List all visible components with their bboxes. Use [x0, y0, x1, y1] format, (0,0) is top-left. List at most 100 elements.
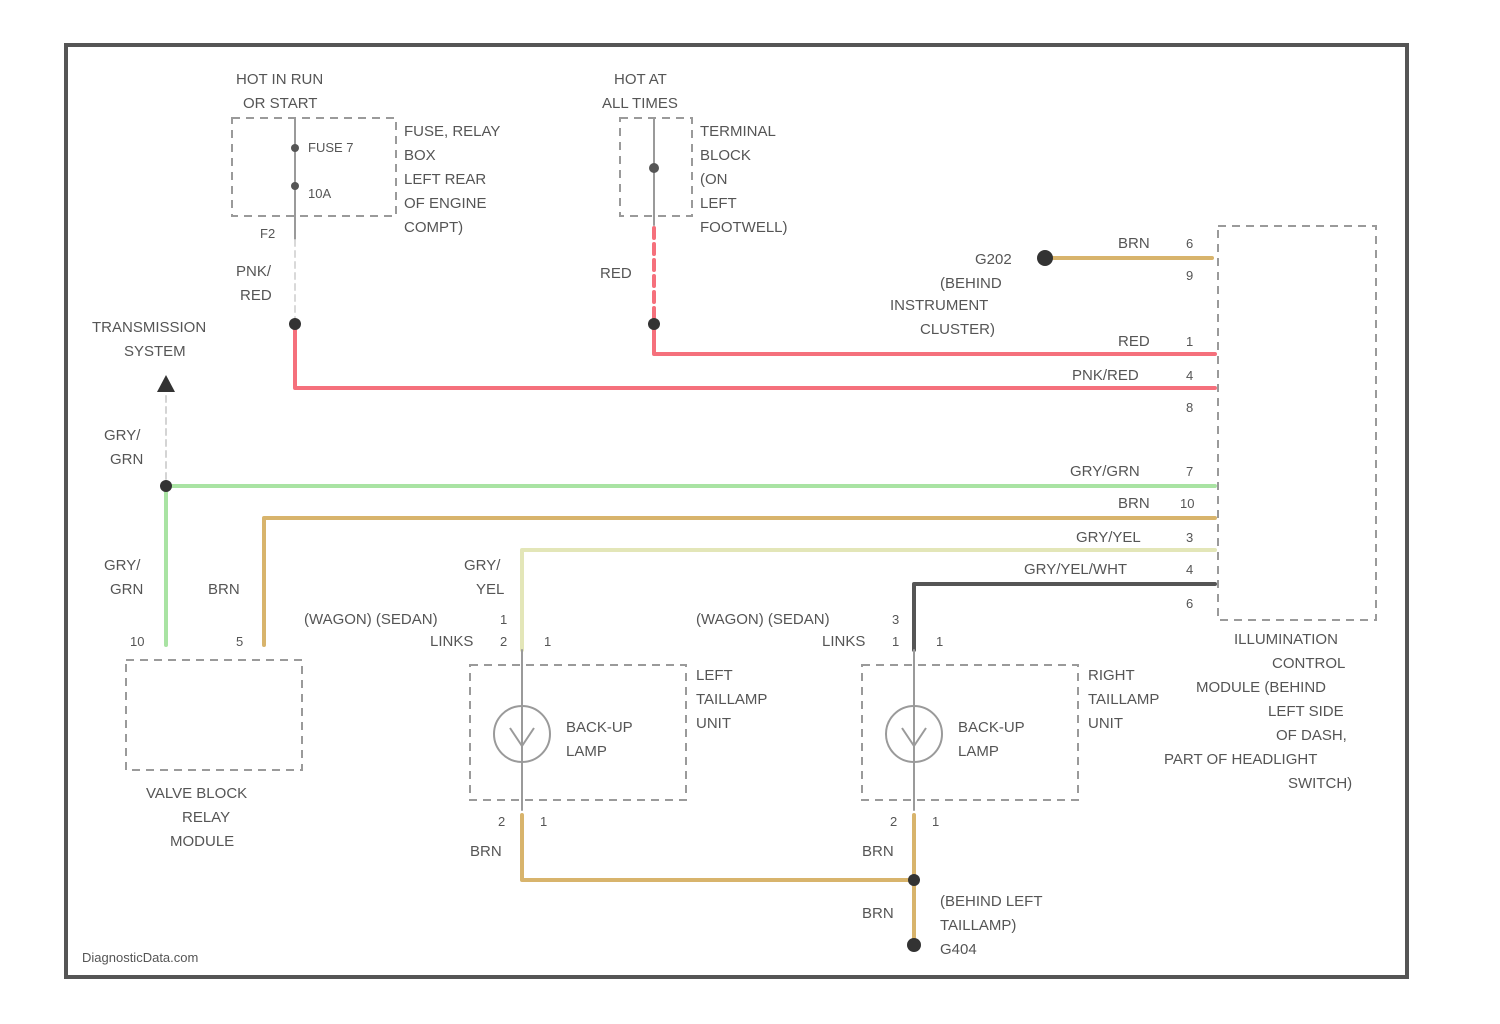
label-g202-2: (BEHIND [940, 275, 1002, 292]
label-ground-2: TAILLAMP) [940, 917, 1016, 934]
pin-icm-8: 8 [1186, 400, 1193, 415]
label-fuse7: FUSE 7 [308, 140, 354, 155]
splice-brn-ground [908, 874, 920, 886]
label-wagon-left-1: (WAGON) (SEDAN) [304, 611, 438, 628]
label-transmission-2: SYSTEM [124, 343, 186, 360]
pin-icm-7: 7 [1186, 464, 1193, 479]
label-right-backup-2: LAMP [958, 743, 999, 760]
pin-icm-6: 6 [1186, 236, 1193, 251]
wire-gry-yel-wht [914, 584, 1215, 650]
label-hot-run-2: OR START [243, 95, 317, 112]
pin-right-bottom-2: 1 [932, 814, 939, 829]
pin-wagon-left-1: 1 [500, 612, 507, 627]
transmission-arrow [157, 375, 175, 392]
label-pnk-red: PNK/RED [1072, 367, 1139, 384]
illumination-control-module [1218, 226, 1376, 620]
label-g202-1: G202 [975, 251, 1012, 268]
label-fuse-box-3: LEFT REAR [404, 171, 486, 188]
label-gry-grn: GRY/GRN [1070, 463, 1140, 480]
label-valve-block-2: RELAY [182, 809, 230, 826]
label-gry-3: GRY/ [464, 557, 501, 574]
splice-pnk-red [289, 318, 301, 330]
label-transmission-1: TRANSMISSION [92, 319, 206, 336]
label-gry-2: GRY/ [104, 557, 141, 574]
label-left-taillamp-2: TAILLAMP [696, 691, 767, 708]
label-icm-7: SWITCH) [1288, 775, 1352, 792]
pin-icm-4b: 4 [1186, 562, 1193, 577]
pin-icm-10: 10 [1180, 496, 1194, 511]
pin-left-bottom-2: 1 [540, 814, 547, 829]
label-right-taillamp-2: TAILLAMP [1088, 691, 1159, 708]
label-brn-valve: BRN [208, 581, 240, 598]
fuse-relay-box [232, 118, 396, 216]
label-icm-5: OF DASH, [1276, 727, 1347, 744]
label-icm-3: MODULE (BEHIND [1196, 679, 1326, 696]
label-ground-3: G404 [940, 941, 977, 958]
label-icm-4: LEFT SIDE [1268, 703, 1344, 720]
label-fuse-box-5: COMPT) [404, 219, 463, 236]
pin-icm-4: 4 [1186, 368, 1193, 383]
label-left-backup-1: BACK-UP [566, 719, 633, 736]
label-brn-left: BRN [470, 843, 502, 860]
label-hot-all-1: HOT AT [614, 71, 667, 88]
label-brn-top: BRN [1118, 235, 1150, 252]
label-gry-1: GRY/ [104, 427, 141, 444]
splice-fuse-top [291, 144, 299, 152]
label-brn-mid: BRN [1118, 495, 1150, 512]
label-left-taillamp-3: UNIT [696, 715, 731, 732]
label-valve-block-1: VALVE BLOCK [146, 785, 247, 802]
diagram-frame [66, 45, 1407, 977]
label-fuse-box-1: FUSE, RELAY [404, 123, 500, 140]
pin-icm-1: 1 [1186, 334, 1193, 349]
label-pin-5: 5 [236, 634, 243, 649]
label-g202-3: INSTRUMENT [890, 297, 988, 314]
label-valve-block-3: MODULE [170, 833, 234, 850]
pin-wagon-left-3: 1 [544, 634, 551, 649]
label-hot-run-1: HOT IN RUN [236, 71, 323, 88]
label-icm-1: ILLUMINATION [1234, 631, 1338, 648]
label-yel-1: YEL [476, 581, 504, 598]
label-terminal-2: BLOCK [700, 147, 751, 164]
pin-icm-9: 9 [1186, 268, 1193, 283]
label-pin-10: 10 [130, 634, 144, 649]
splice-fuse-bottom [291, 182, 299, 190]
pin-left-bottom-1: 2 [498, 814, 505, 829]
label-red-a: RED [240, 287, 272, 304]
label-icm-6: PART OF HEADLIGHT [1164, 751, 1317, 768]
label-right-taillamp-1: RIGHT [1088, 667, 1135, 684]
label-terminal-4: LEFT [700, 195, 737, 212]
label-terminal-5: FOOTWELL) [700, 219, 788, 236]
label-pnk: PNK/ [236, 263, 272, 280]
label-ground-1: (BEHIND LEFT [940, 893, 1043, 910]
splice-gry-grn [160, 480, 172, 492]
label-pin-f2: F2 [260, 226, 275, 241]
pin-icm-6b: 6 [1186, 596, 1193, 611]
label-right-taillamp-3: UNIT [1088, 715, 1123, 732]
pin-right-bottom-1: 2 [890, 814, 897, 829]
label-g202-4: CLUSTER) [920, 321, 995, 338]
pin-wagon-right-2: 1 [892, 634, 899, 649]
label-wagon-left-2: LINKS [430, 633, 473, 650]
pin-wagon-right-1: 3 [892, 612, 899, 627]
label-red-b: RED [600, 265, 632, 282]
pin-icm-3: 3 [1186, 530, 1193, 545]
ground-g404 [907, 938, 921, 952]
splice-terminal [649, 163, 659, 173]
pin-wagon-left-2: 2 [500, 634, 507, 649]
label-icm-2: CONTROL [1272, 655, 1345, 672]
label-wagon-right-2: LINKS [822, 633, 865, 650]
label-fuse-amp: 10A [308, 186, 331, 201]
label-grn-1: GRN [110, 451, 143, 468]
pin-wagon-right-3: 1 [936, 634, 943, 649]
label-left-taillamp-1: LEFT [696, 667, 733, 684]
label-terminal-3: (ON [700, 171, 728, 188]
label-fuse-box-4: OF ENGINE [404, 195, 487, 212]
label-grn-2: GRN [110, 581, 143, 598]
label-gry-yel: GRY/YEL [1076, 529, 1141, 546]
ground-g202 [1037, 250, 1053, 266]
valve-block-relay-module [126, 660, 302, 770]
label-left-backup-2: LAMP [566, 743, 607, 760]
label-brn-ground: BRN [862, 905, 894, 922]
label-gry-yel-wht: GRY/YEL/WHT [1024, 561, 1127, 578]
label-hot-all-2: ALL TIMES [602, 95, 678, 112]
